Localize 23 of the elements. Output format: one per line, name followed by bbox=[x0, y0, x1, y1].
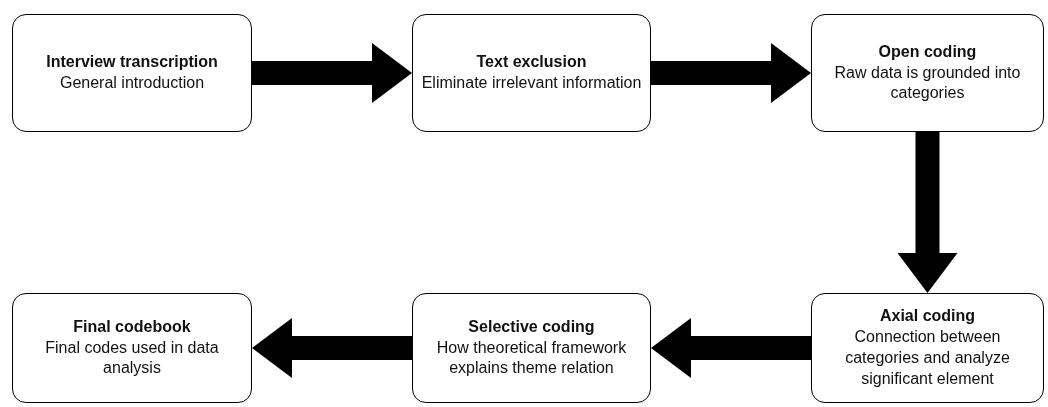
process-box bbox=[412, 14, 651, 132]
step-description: Eliminate irrelevant information bbox=[421, 73, 642, 93]
process-box bbox=[12, 14, 252, 132]
step-title: Open coding bbox=[878, 41, 977, 62]
arrow bbox=[252, 318, 412, 378]
step-title: Interview transcription bbox=[46, 52, 218, 73]
process-box bbox=[412, 293, 651, 403]
step-description: Raw data is grounded into categories bbox=[833, 62, 1022, 104]
step-description: Final codes used in data analysis bbox=[44, 337, 220, 379]
step-title: Selective coding bbox=[468, 316, 595, 337]
step-title: Axial coding bbox=[879, 306, 976, 327]
step-description: Connection between categories and analyze significant element bbox=[844, 327, 1011, 389]
arrow bbox=[651, 43, 811, 103]
step-title: Text exclusion bbox=[476, 52, 587, 73]
step-description: How theoretical framework explains theme relation bbox=[435, 337, 628, 379]
arrow bbox=[651, 318, 811, 378]
process-box bbox=[811, 14, 1044, 132]
arrow bbox=[897, 132, 958, 293]
process-box bbox=[811, 293, 1044, 403]
step-description: General introduction bbox=[59, 73, 205, 93]
step-title: Final codebook bbox=[73, 316, 191, 337]
arrow bbox=[252, 43, 412, 103]
process-box bbox=[12, 293, 252, 403]
